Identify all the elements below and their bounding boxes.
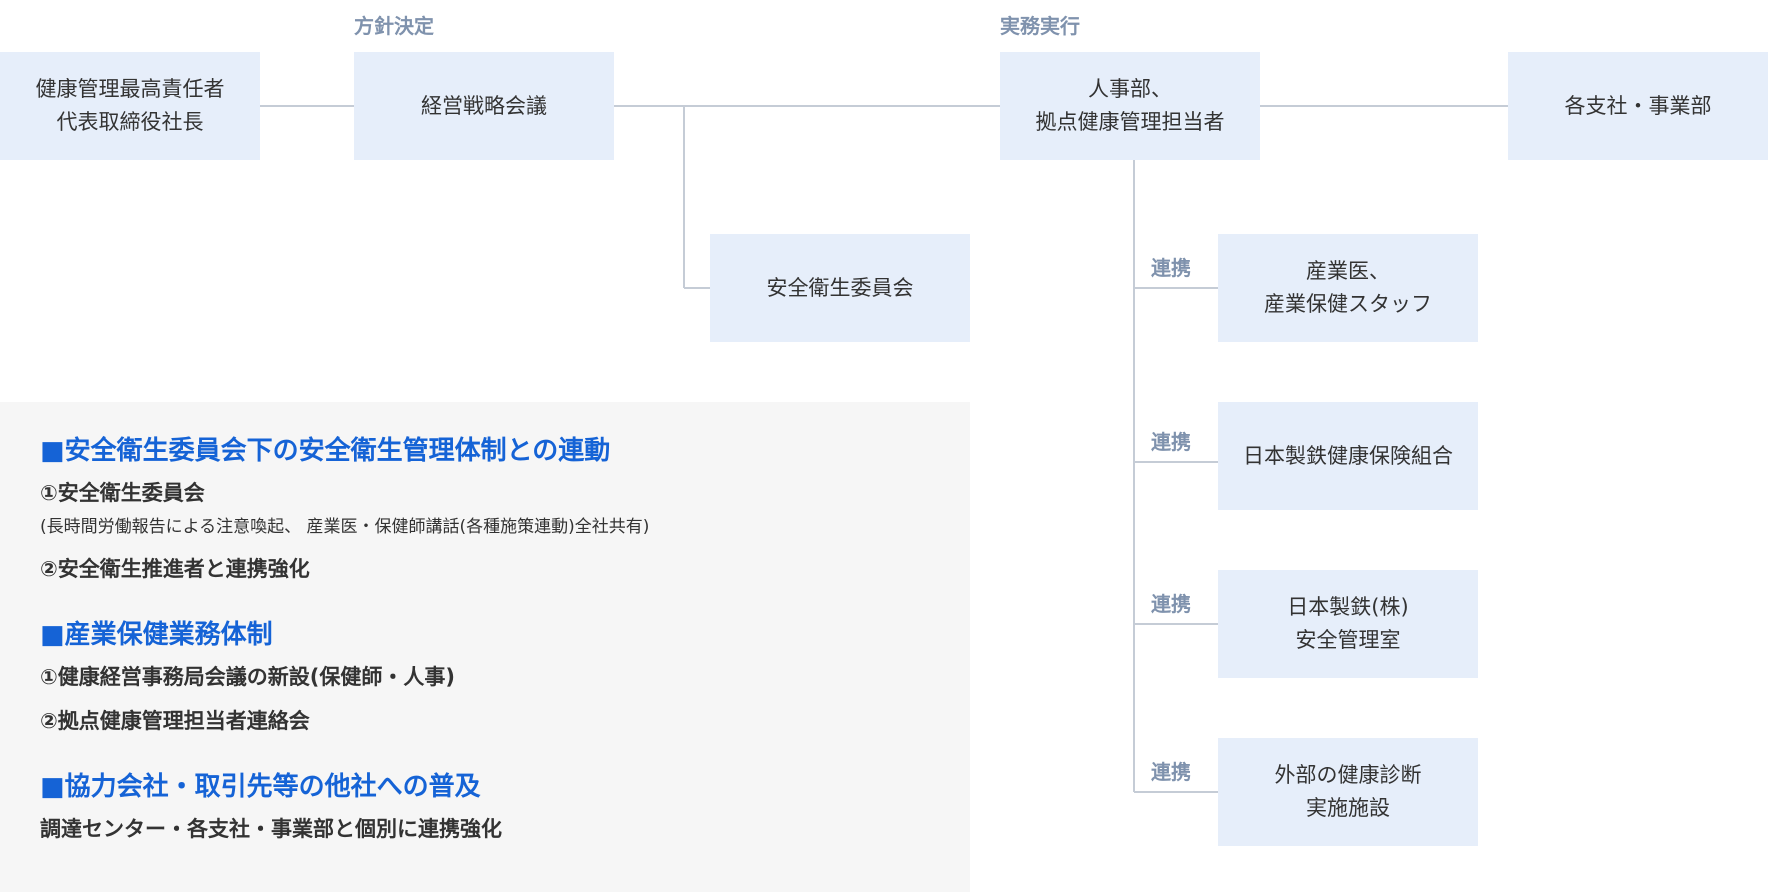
box-line: 日本製鉄健康保険組合 xyxy=(1243,443,1453,468)
chief-officer-box: 健康管理最高責任者代表取締役社長 xyxy=(0,52,260,160)
box-line: 産業医、 xyxy=(1306,259,1390,283)
section-title: ■産業保健業務体制 xyxy=(40,620,273,650)
safety-office-box: 日本製鉄(株) 安全管理室 xyxy=(1218,570,1478,678)
box-line: 安全衛生委員会 xyxy=(766,275,914,300)
section-partner-spread: ■協力会社・取引先等の他社への普及 調達センター・各支社・事業部と個別に連携強化 xyxy=(40,768,970,844)
box-line: 産業保健スタッフ xyxy=(1264,292,1432,316)
occupational-health-box: 産業医、産業保健スタッフ xyxy=(1218,234,1478,342)
link-label: 連携 xyxy=(1151,430,1191,454)
section-item: ①安全衛生委員会 xyxy=(40,481,205,505)
box-line: 代表取締役社長 xyxy=(56,110,204,134)
strategy-meeting-box: 経営戦略会議 xyxy=(354,52,614,160)
box-line: 各支社・事業部 xyxy=(1564,93,1712,118)
link-label: 連携 xyxy=(1151,760,1191,784)
section-safety-linkage: ■安全衛生委員会下の安全衛生管理体制との連動 ①安全衛生委員会 (長時間労働報告… xyxy=(40,432,970,584)
box-line: 安全管理室 xyxy=(1295,628,1401,652)
safety-committee-box: 安全衛生委員会 xyxy=(710,234,970,342)
box-line: 人事部、 xyxy=(1088,77,1172,101)
box-line: 経営戦略会議 xyxy=(421,93,547,118)
checkup-facility-box: 外部の健康診断実施施設 xyxy=(1218,738,1478,846)
section-title: ■協力会社・取引先等の他社への普及 xyxy=(40,772,481,802)
section-item: ②安全衛生推進者と連携強化 xyxy=(40,557,310,581)
link-label: 連携 xyxy=(1151,592,1191,616)
section-title: ■安全衛生委員会下の安全衛生管理体制との連動 xyxy=(40,436,611,466)
phase-policy-label: 方針決定 xyxy=(354,14,434,38)
link-label: 連携 xyxy=(1151,256,1191,280)
phase-execution-label: 実務実行 xyxy=(1000,14,1080,38)
box-line: 日本製鉄(株) xyxy=(1287,595,1409,619)
hr-department-box: 人事部、拠点健康管理担当者 xyxy=(1000,52,1260,160)
section-item: 調達センター・各支社・事業部と個別に連携強化 xyxy=(40,817,502,841)
health-insurance-box: 日本製鉄健康保険組合 xyxy=(1218,402,1478,510)
section-item: ①健康経営事務局会議の新設(保健師・人事) xyxy=(40,665,455,689)
section-occupational-system: ■産業保健業務体制 ①健康経営事務局会議の新設(保健師・人事) ②拠点健康管理担… xyxy=(40,616,970,736)
section-item: ②拠点健康管理担当者連絡会 xyxy=(40,709,310,733)
box-line: 拠点健康管理担当者 xyxy=(1035,110,1225,134)
box-line: 実施施設 xyxy=(1306,796,1390,820)
info-panel: ■安全衛生委員会下の安全衛生管理体制との連動 ①安全衛生委員会 (長時間労働報告… xyxy=(0,402,970,892)
branches-box: 各支社・事業部 xyxy=(1508,52,1768,160)
box-line: 外部の健康診断 xyxy=(1274,763,1422,787)
box-line: 健康管理最高責任者 xyxy=(35,77,225,101)
section-item-note: (長時間労働報告による注意喚起、 産業医・保健師講話(各種施策連動)全社共有) xyxy=(40,517,650,537)
